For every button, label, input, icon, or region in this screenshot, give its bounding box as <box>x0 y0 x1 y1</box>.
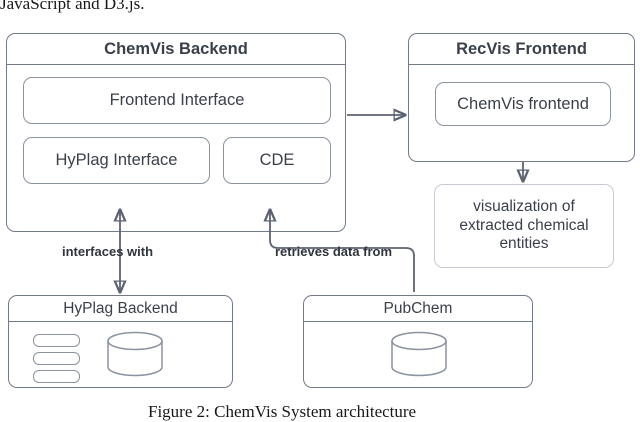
node-pubchem: PubChem <box>303 295 533 388</box>
preceding-body-text: JavaScript and D3.js. <box>0 0 145 13</box>
node-frontend-interface: Frontend Interface <box>23 77 331 124</box>
list-item-icon <box>33 352 80 365</box>
node-recvis-frontend-title: RecVis Frontend <box>409 34 634 65</box>
node-hyplag-interface: HyPlag Interface <box>23 137 210 184</box>
node-pubchem-title: PubChem <box>304 296 532 322</box>
edge-label-retrieves-data-from: retrieves data from <box>275 244 393 259</box>
list-item-icon <box>33 370 80 383</box>
node-recvis-frontend: RecVis Frontend ChemVis frontend <box>408 33 635 162</box>
node-chemvis-backend-title: ChemVis Backend <box>7 34 345 65</box>
node-chemvis-frontend: ChemVis frontend <box>435 82 611 126</box>
node-chemvis-backend: ChemVis Backend Frontend Interface HyPla… <box>6 33 346 232</box>
edge-label-interfaces-with: interfaces with <box>62 244 154 259</box>
node-cde: CDE <box>223 137 331 184</box>
database-icon <box>106 331 164 379</box>
node-hyplag-backend: HyPlag Backend <box>8 295 233 388</box>
node-hyplag-backend-title: HyPlag Backend <box>9 296 232 322</box>
node-visualization-output: visualization of extracted chemical enti… <box>434 184 614 268</box>
database-icon <box>390 331 448 379</box>
figure-caption: Figure 2: ChemVis System architecture <box>148 402 417 421</box>
list-item-icon <box>33 334 80 347</box>
